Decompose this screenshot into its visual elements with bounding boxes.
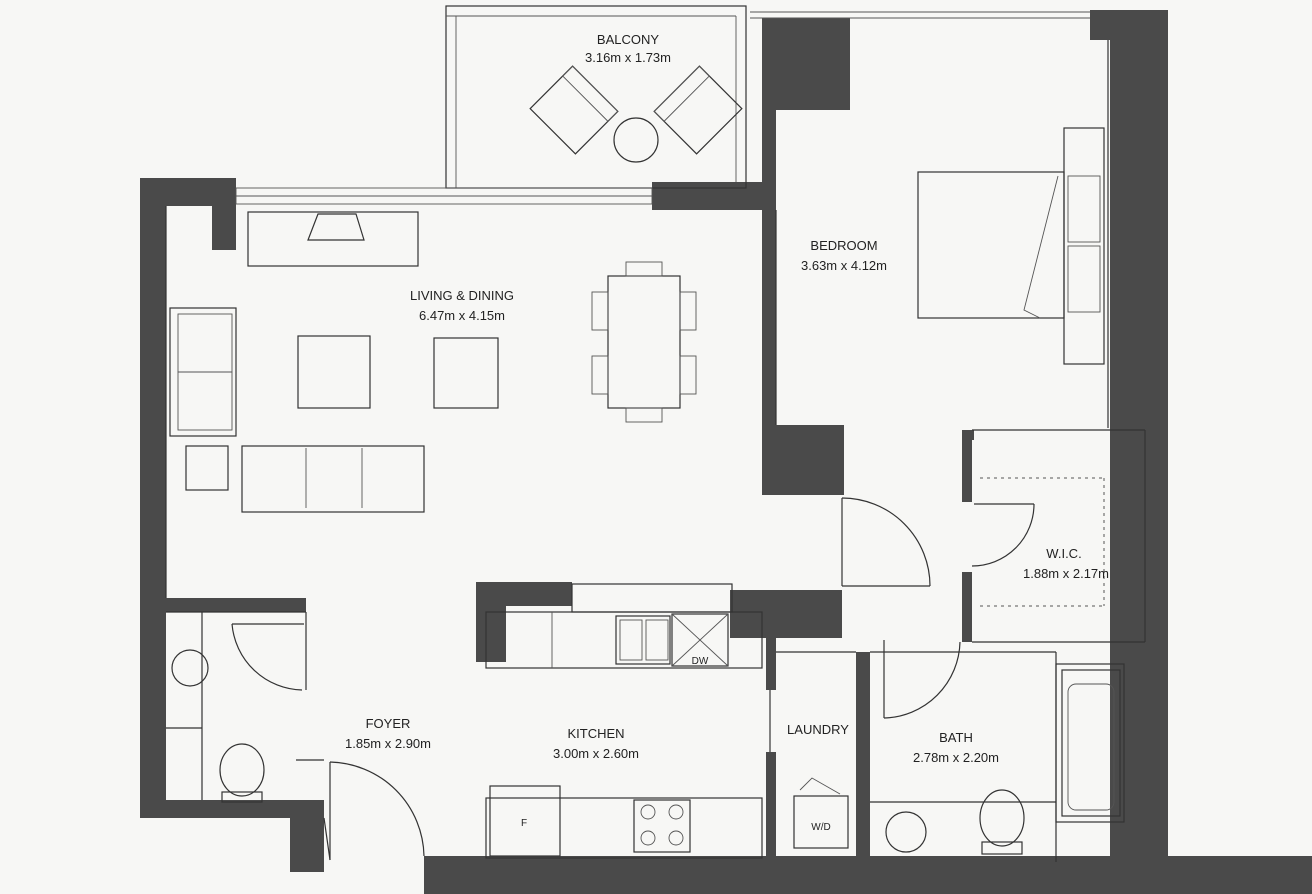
tv bbox=[307, 213, 365, 241]
balcony-chair-right bbox=[653, 65, 743, 155]
living-name: LIVING & DINING bbox=[410, 288, 514, 303]
bedroom-dims: 3.63m x 4.12m bbox=[801, 258, 887, 273]
bath-sink bbox=[885, 811, 927, 853]
washer-dryer-label: W/D bbox=[811, 822, 830, 833]
structural-walls bbox=[140, 10, 1312, 894]
room-labels: BALCONY 3.16m x 1.73m BEDROOM 3.63m x 4.… bbox=[345, 32, 1109, 833]
kitchen-name: KITCHEN bbox=[567, 726, 624, 741]
bath-dims: 2.78m x 2.20m bbox=[913, 750, 999, 765]
sofa-bottom bbox=[241, 445, 425, 513]
partition-lines bbox=[165, 5, 1146, 862]
kitchen-dims: 3.00m x 2.60m bbox=[553, 746, 639, 761]
sofa-left bbox=[169, 307, 237, 437]
bed bbox=[917, 127, 1105, 365]
balcony-dims: 3.16m x 1.73m bbox=[585, 50, 671, 65]
living-dims: 6.47m x 4.15m bbox=[419, 308, 505, 323]
doors bbox=[231, 497, 1035, 860]
fridge bbox=[489, 785, 561, 857]
dishwasher bbox=[671, 613, 729, 667]
foyer-dims: 1.85m x 2.90m bbox=[345, 736, 431, 751]
washer-dryer bbox=[793, 777, 849, 849]
bath-name: BATH bbox=[939, 730, 973, 745]
foyer-name: FOYER bbox=[366, 716, 411, 731]
balcony-name: BALCONY bbox=[597, 32, 659, 47]
ottoman bbox=[297, 335, 371, 409]
dishwasher-label: DW bbox=[692, 656, 709, 667]
wic-name: W.I.C. bbox=[1046, 546, 1081, 561]
fridge-label: F bbox=[521, 818, 527, 829]
laundry-name: LAUNDRY bbox=[787, 722, 849, 737]
balcony-table bbox=[613, 117, 659, 163]
wic-dims: 1.88m x 2.17m bbox=[1023, 566, 1109, 581]
side-table bbox=[185, 445, 229, 491]
bathtub bbox=[1061, 669, 1121, 817]
furniture bbox=[169, 65, 1121, 857]
balcony-chair-left bbox=[529, 65, 619, 155]
cooktop bbox=[633, 799, 691, 853]
powder-toilet bbox=[219, 743, 265, 803]
bedroom-name: BEDROOM bbox=[810, 238, 877, 253]
powder-sink bbox=[171, 649, 209, 687]
kitchen-sink bbox=[615, 615, 671, 665]
tv-unit bbox=[247, 211, 419, 267]
bath-toilet bbox=[979, 789, 1025, 855]
dining-table bbox=[591, 261, 697, 423]
armchair bbox=[433, 337, 499, 409]
